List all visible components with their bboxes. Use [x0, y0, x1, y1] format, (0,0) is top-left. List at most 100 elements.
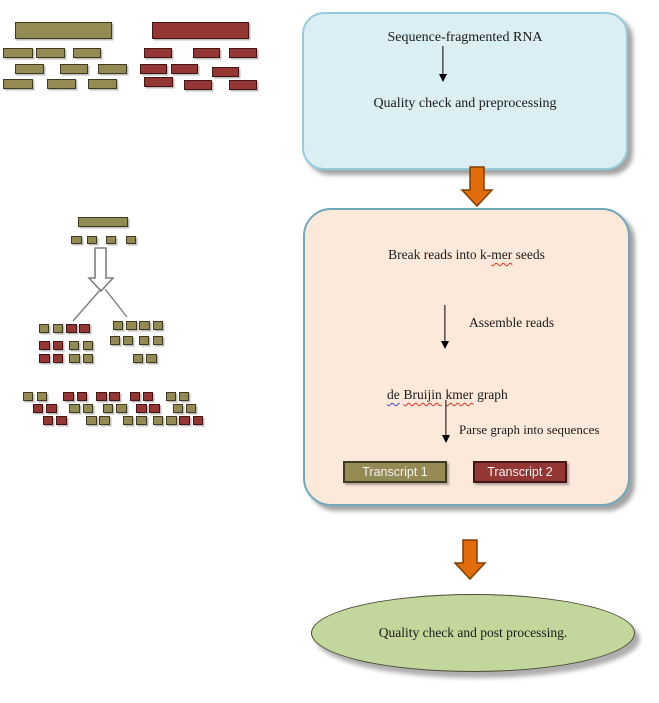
fragment-bar — [83, 341, 93, 350]
fragment-bar — [110, 336, 120, 345]
fragment-bar — [3, 79, 33, 89]
fragment-bar — [60, 64, 88, 74]
fragment-bar — [133, 354, 143, 363]
sequence-fragmented-rna-label: Sequence-fragmented RNA — [387, 30, 543, 45]
fragment-bar — [69, 354, 80, 363]
postprocessing-label: Quality check and post processing. — [378, 625, 568, 640]
quality-check-preprocessing-label: Quality check and preprocessing — [373, 96, 557, 111]
fragment-bar — [179, 416, 190, 425]
fragment-bar — [116, 404, 127, 413]
parse-graph-label: Parse graph into sequences — [459, 422, 600, 437]
preprocessing-box: Sequence-fragmented RNA Quality check an… — [302, 12, 628, 170]
fragment-bar — [139, 336, 149, 345]
fragment-bar — [39, 324, 49, 333]
fragment-bar — [106, 236, 116, 244]
down-arrow-icon — [440, 305, 450, 349]
fragment-bar — [193, 416, 203, 425]
graph-word: graph — [477, 387, 508, 402]
fragment-bar — [37, 392, 47, 401]
fragment-bar — [73, 48, 101, 58]
fragment-bar — [212, 67, 239, 77]
break-reads-label: Break reads into k-mer seeds — [305, 247, 628, 263]
fragment-bar — [43, 416, 53, 425]
bruijin-word: Bruijin — [403, 387, 442, 402]
fragment-bar — [83, 354, 93, 363]
fragment-bar — [53, 354, 63, 363]
fragment-bar — [71, 236, 82, 244]
fragment-bar — [69, 341, 79, 350]
fragmentation-branch-arrow-icon — [72, 247, 128, 322]
fragment-bar — [53, 341, 63, 350]
fragment-bar — [83, 404, 93, 413]
fragment-bar — [23, 392, 33, 401]
break-reads-text: Break reads into k- — [388, 247, 492, 262]
orange-down-arrow-icon — [453, 539, 487, 581]
fragment-bar — [56, 416, 67, 425]
transcript-1-badge: Transcript 1 — [343, 461, 447, 483]
fragment-bar — [136, 416, 147, 425]
fragment-bar — [146, 354, 157, 363]
fragment-bar — [193, 48, 220, 58]
fragment-bar — [88, 79, 117, 89]
fragment-bar — [99, 416, 110, 425]
fragment-bar — [166, 392, 176, 401]
fragment-bar — [78, 217, 128, 227]
fragment-bar — [152, 22, 249, 39]
fragment-bar — [149, 404, 160, 413]
fragment-bar — [140, 64, 167, 74]
kmer-misspelling: mer — [491, 247, 513, 262]
fragment-bar — [77, 392, 87, 401]
fragment-bar — [153, 416, 163, 425]
fragment-bar — [3, 48, 33, 58]
fragment-bar — [69, 404, 80, 413]
de-word: de — [387, 387, 400, 402]
fragment-bar — [173, 404, 183, 413]
fragment-bar — [186, 404, 196, 413]
fragment-bar — [86, 416, 97, 425]
down-arrow-icon — [441, 400, 451, 443]
fragment-bar — [33, 404, 43, 413]
fragment-bar — [15, 64, 44, 74]
fragment-bar — [126, 321, 137, 330]
fragment-bar — [144, 48, 172, 58]
fragment-bar — [130, 392, 140, 401]
orange-down-arrow-icon — [460, 166, 494, 208]
fragment-bar — [144, 77, 173, 87]
fragment-bar — [63, 392, 74, 401]
kmer-word: kmer — [445, 387, 474, 402]
fragment-bar — [39, 354, 50, 363]
assembly-box: Break reads into k-mer seeds Assemble re… — [303, 208, 630, 506]
fragment-bar — [166, 416, 177, 425]
fragment-bar — [171, 64, 198, 74]
fragment-bar — [143, 392, 153, 401]
fragment-bar — [179, 392, 189, 401]
fragment-bar — [184, 80, 212, 90]
fragment-bar — [15, 22, 112, 39]
fragment-bar — [153, 321, 163, 330]
fragment-bar — [123, 416, 133, 425]
fragment-bar — [139, 321, 150, 330]
fragment-bar — [113, 321, 123, 330]
fragment-bar — [103, 404, 113, 413]
fragment-bar — [229, 80, 257, 90]
fragment-bar — [123, 336, 133, 345]
fragment-bar — [39, 341, 50, 350]
fragment-bar — [109, 392, 120, 401]
assemble-reads-label: Assemble reads — [469, 315, 555, 330]
fragment-bar — [36, 48, 65, 58]
fragment-bar — [136, 404, 147, 413]
fragment-bar — [96, 392, 107, 401]
fragment-bar — [47, 79, 76, 89]
fragment-bar — [126, 236, 136, 244]
fragment-bar — [79, 324, 90, 333]
seeds-text: seeds — [515, 247, 545, 262]
fragment-bar — [229, 48, 257, 58]
fragment-bar — [46, 404, 57, 413]
postprocessing-ellipse: Quality check and post processing. — [311, 594, 635, 672]
fragment-bar — [87, 236, 97, 244]
fragment-bar — [153, 336, 163, 345]
transcript-2-badge: Transcript 2 — [473, 461, 567, 483]
fragment-bar — [66, 324, 77, 333]
